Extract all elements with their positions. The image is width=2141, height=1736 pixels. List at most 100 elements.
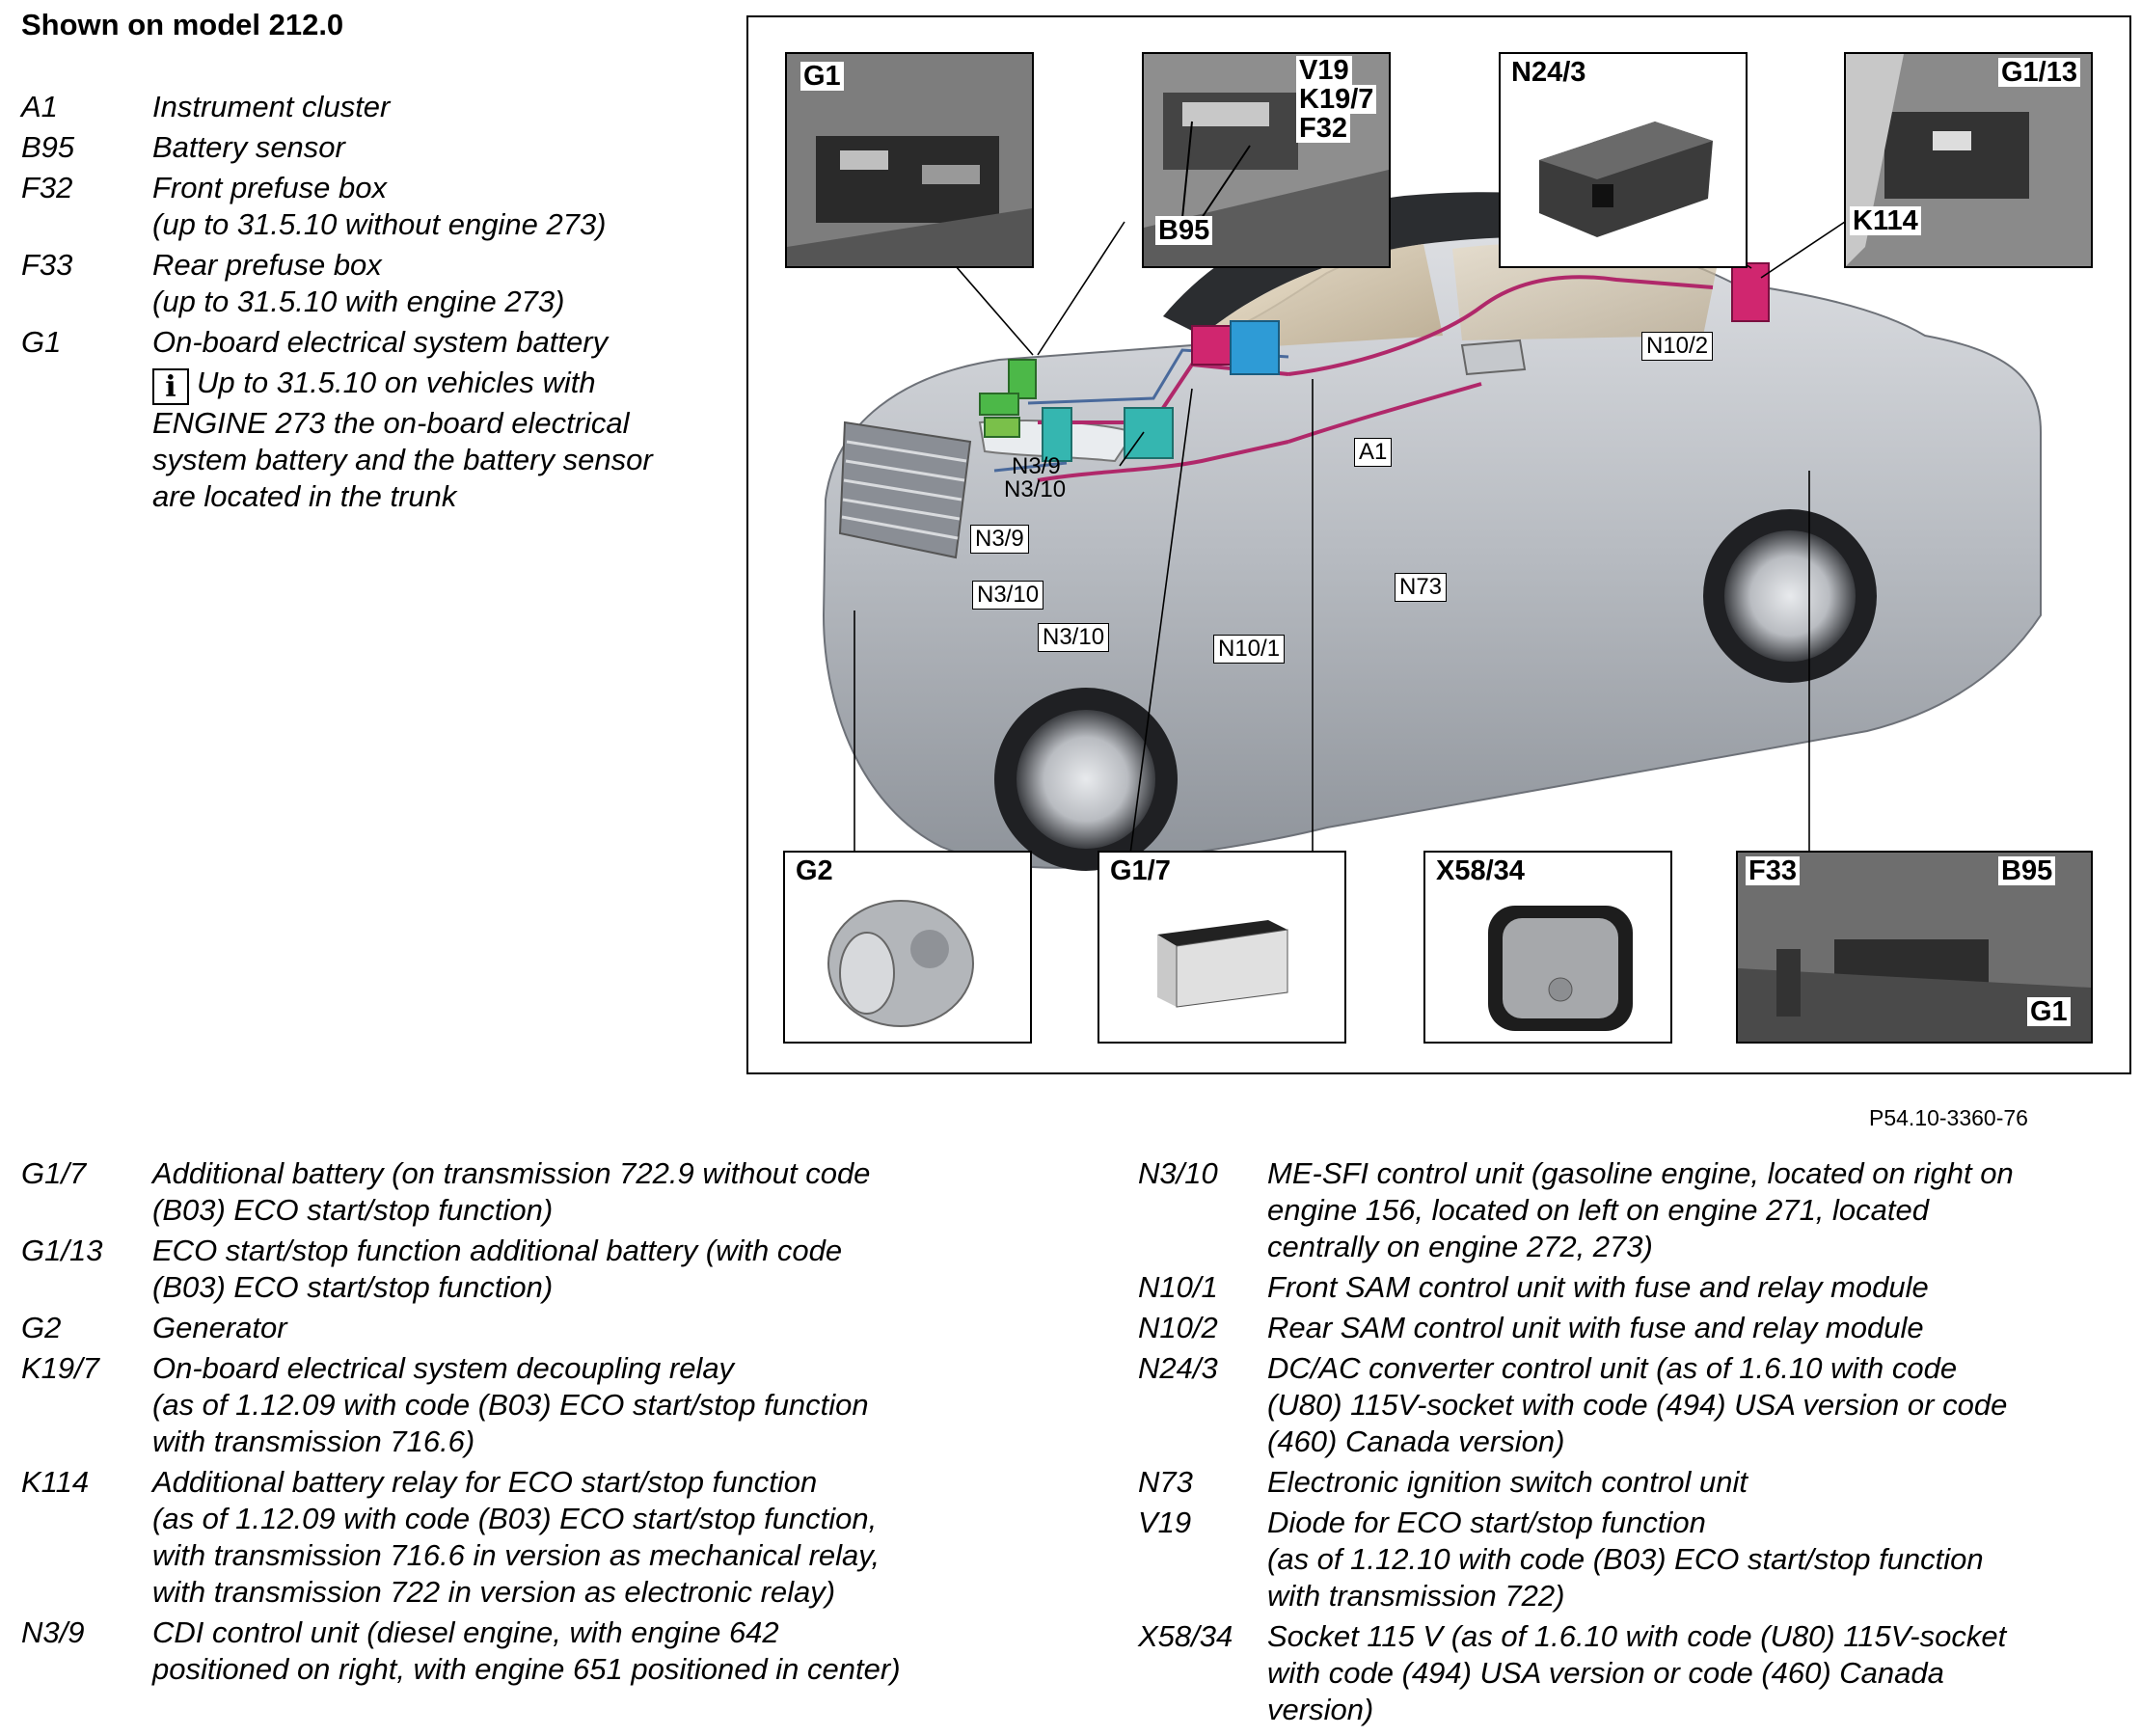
legend-bottom-right: N3/10 ME-SFI control unit (gasoline engi…: [1138, 1155, 2122, 1732]
legend-code: F32: [21, 171, 73, 204]
inset-label: G1: [800, 62, 844, 91]
inset-g1: G1: [785, 52, 1034, 268]
inset-label: G1/13: [1998, 58, 2080, 87]
callout-n3-9: N3/9: [1012, 453, 1061, 479]
inset-label: K114: [1850, 206, 1921, 235]
module-n3-9: [979, 393, 1019, 416]
inset-x58-34: X58/34: [1423, 851, 1672, 1044]
module-blue: [1230, 320, 1280, 375]
legend-desc: Front prefuse box(up to 31.5.10 without …: [152, 171, 607, 241]
legend-code: N3/9: [21, 1615, 85, 1649]
inset-f33: F33 B95 G1: [1736, 851, 2093, 1044]
legend-desc: Instrument cluster: [152, 90, 391, 123]
socket-photo: [1488, 906, 1633, 1031]
callout-n10-2: N10/2: [1641, 332, 1714, 361]
legend-code: G1/7: [21, 1156, 87, 1190]
legend-code: F33: [21, 248, 73, 282]
legend-code: N3/10: [1138, 1156, 1218, 1190]
legend-item: V19 Diode for ECO start/stop function(as…: [1138, 1505, 2122, 1614]
legend-desc: Diode for ECO start/stop function(as of …: [1267, 1505, 1984, 1613]
generator-photo: [827, 900, 974, 1027]
legend-item: K114 Additional battery relay for ECO st…: [21, 1464, 1111, 1611]
converter-photo: [1539, 122, 1713, 237]
legend-item: G2 Generator: [21, 1310, 1111, 1346]
inset-label: G1/7: [1107, 856, 1174, 885]
legend-item: N73 Electronic ignition switch control u…: [1138, 1464, 2122, 1501]
legend-code: G1/13: [21, 1234, 103, 1267]
legend-desc: ECO start/stop function additional batte…: [152, 1234, 843, 1304]
inset-label: F33: [1746, 856, 1800, 885]
inset-label: G1: [2027, 997, 2071, 1026]
inset-label: X58/34: [1433, 856, 1528, 885]
legend-item: F32 Front prefuse box(up to 31.5.10 with…: [21, 170, 696, 243]
legend-code: K19/7: [21, 1351, 100, 1385]
legend-item: A1 Instrument cluster: [21, 89, 696, 125]
inset-g2: G2: [783, 851, 1032, 1044]
legend-desc: On-board electrical system decoupling re…: [152, 1351, 869, 1458]
legend-code: N24/3: [1138, 1351, 1218, 1385]
inset-label: G2: [793, 856, 836, 885]
inset-label: F32: [1296, 114, 1350, 143]
legend-desc: Electronic ignition switch control unit: [1267, 1465, 1748, 1499]
legend-desc: Battery sensor: [152, 130, 345, 164]
legend-item: N3/9 CDI control unit (diesel engine, wi…: [21, 1614, 1111, 1688]
wiring-harness: [1037, 275, 1714, 482]
callout-n3-10: N3/10: [972, 581, 1044, 610]
legend-desc: Rear prefuse box(up to 31.5.10 with engi…: [152, 248, 565, 318]
callout-n3-9: N3/9: [970, 525, 1029, 554]
inset-g1-13: G1/13 K114: [1844, 52, 2093, 268]
callout-n3-10: N3/10: [1004, 476, 1067, 502]
legend-code: G2: [21, 1311, 62, 1344]
legend-code: X58/34: [1138, 1619, 1233, 1653]
legend-code: B95: [21, 130, 75, 164]
legend-code: A1: [21, 90, 58, 123]
legend-item: G1/13 ECO start/stop function additional…: [21, 1233, 1111, 1306]
legend-code: N73: [1138, 1465, 1193, 1499]
legend-item: N10/2 Rear SAM control unit with fuse an…: [1138, 1310, 2122, 1346]
figure-reference: P54.10-3360-76: [1869, 1105, 2028, 1130]
legend-desc: Front SAM control unit with fuse and rel…: [1267, 1270, 1929, 1304]
inset-label: B95: [1998, 856, 2056, 885]
module-n3-10-engine: [1042, 407, 1072, 462]
callout-n3-10: N3/10: [1038, 623, 1110, 652]
info-icon: i: [152, 368, 189, 405]
inset-g1-7: G1/7: [1098, 851, 1346, 1044]
legend-item: N3/10 ME-SFI control unit (gasoline engi…: [1138, 1155, 2122, 1265]
module-n3-10: [984, 417, 1020, 438]
module-n10-1: [1124, 407, 1174, 459]
module-n10-2: [1731, 262, 1770, 322]
inset-label: N24/3: [1508, 58, 1589, 87]
legend-desc: Additional battery relay for ECO start/s…: [152, 1465, 881, 1609]
legend-code: K114: [21, 1465, 90, 1499]
legend-desc: Rear SAM control unit with fuse and rela…: [1267, 1311, 1924, 1344]
legend-code: N10/2: [1138, 1311, 1218, 1344]
callout-a1: A1: [1354, 438, 1393, 467]
callout-n10-1: N10/1: [1213, 635, 1286, 664]
callout-n73: N73: [1395, 573, 1448, 602]
legend-desc: ME-SFI control unit (gasoline engine, lo…: [1267, 1156, 2014, 1263]
legend-desc: Generator: [152, 1311, 287, 1344]
legend-code: V19: [1138, 1505, 1192, 1539]
door-mirror: [1460, 339, 1527, 376]
inset-n24-3: N24/3: [1499, 52, 1748, 268]
legend-bottom-left: G1/7 Additional battery (on transmission…: [21, 1155, 1111, 1692]
legend-item: G1/7 Additional battery (on transmission…: [21, 1155, 1111, 1229]
legend-item: N10/1 Front SAM control unit with fuse a…: [1138, 1269, 2122, 1306]
additional-battery-photo: [1157, 920, 1288, 1008]
inset-label: K19/7: [1296, 85, 1377, 114]
legend-item: F33 Rear prefuse box(up to 31.5.10 with …: [21, 247, 696, 320]
legend-desc: Additional battery (on transmission 722.…: [152, 1156, 871, 1227]
location-diagram: G1 V19 K19/7 F32 B95 N24/3 G1/13: [746, 15, 2131, 1074]
legend-desc: DC/AC converter control unit (as of 1.6.…: [1267, 1351, 2008, 1458]
legend-item: K19/7 On-board electrical system decoupl…: [21, 1350, 1111, 1460]
legend-top: A1 Instrument cluster B95 Battery sensor…: [21, 89, 696, 519]
module-n3-9-top: [1008, 359, 1037, 399]
legend-item: N24/3 DC/AC converter control unit (as o…: [1138, 1350, 2122, 1460]
page-heading: Shown on model 212.0: [21, 8, 344, 41]
inset-v19: V19 K19/7 F32 B95: [1142, 52, 1391, 268]
inset-label: V19: [1296, 56, 1352, 85]
legend-item: B95 Battery sensor: [21, 129, 696, 166]
